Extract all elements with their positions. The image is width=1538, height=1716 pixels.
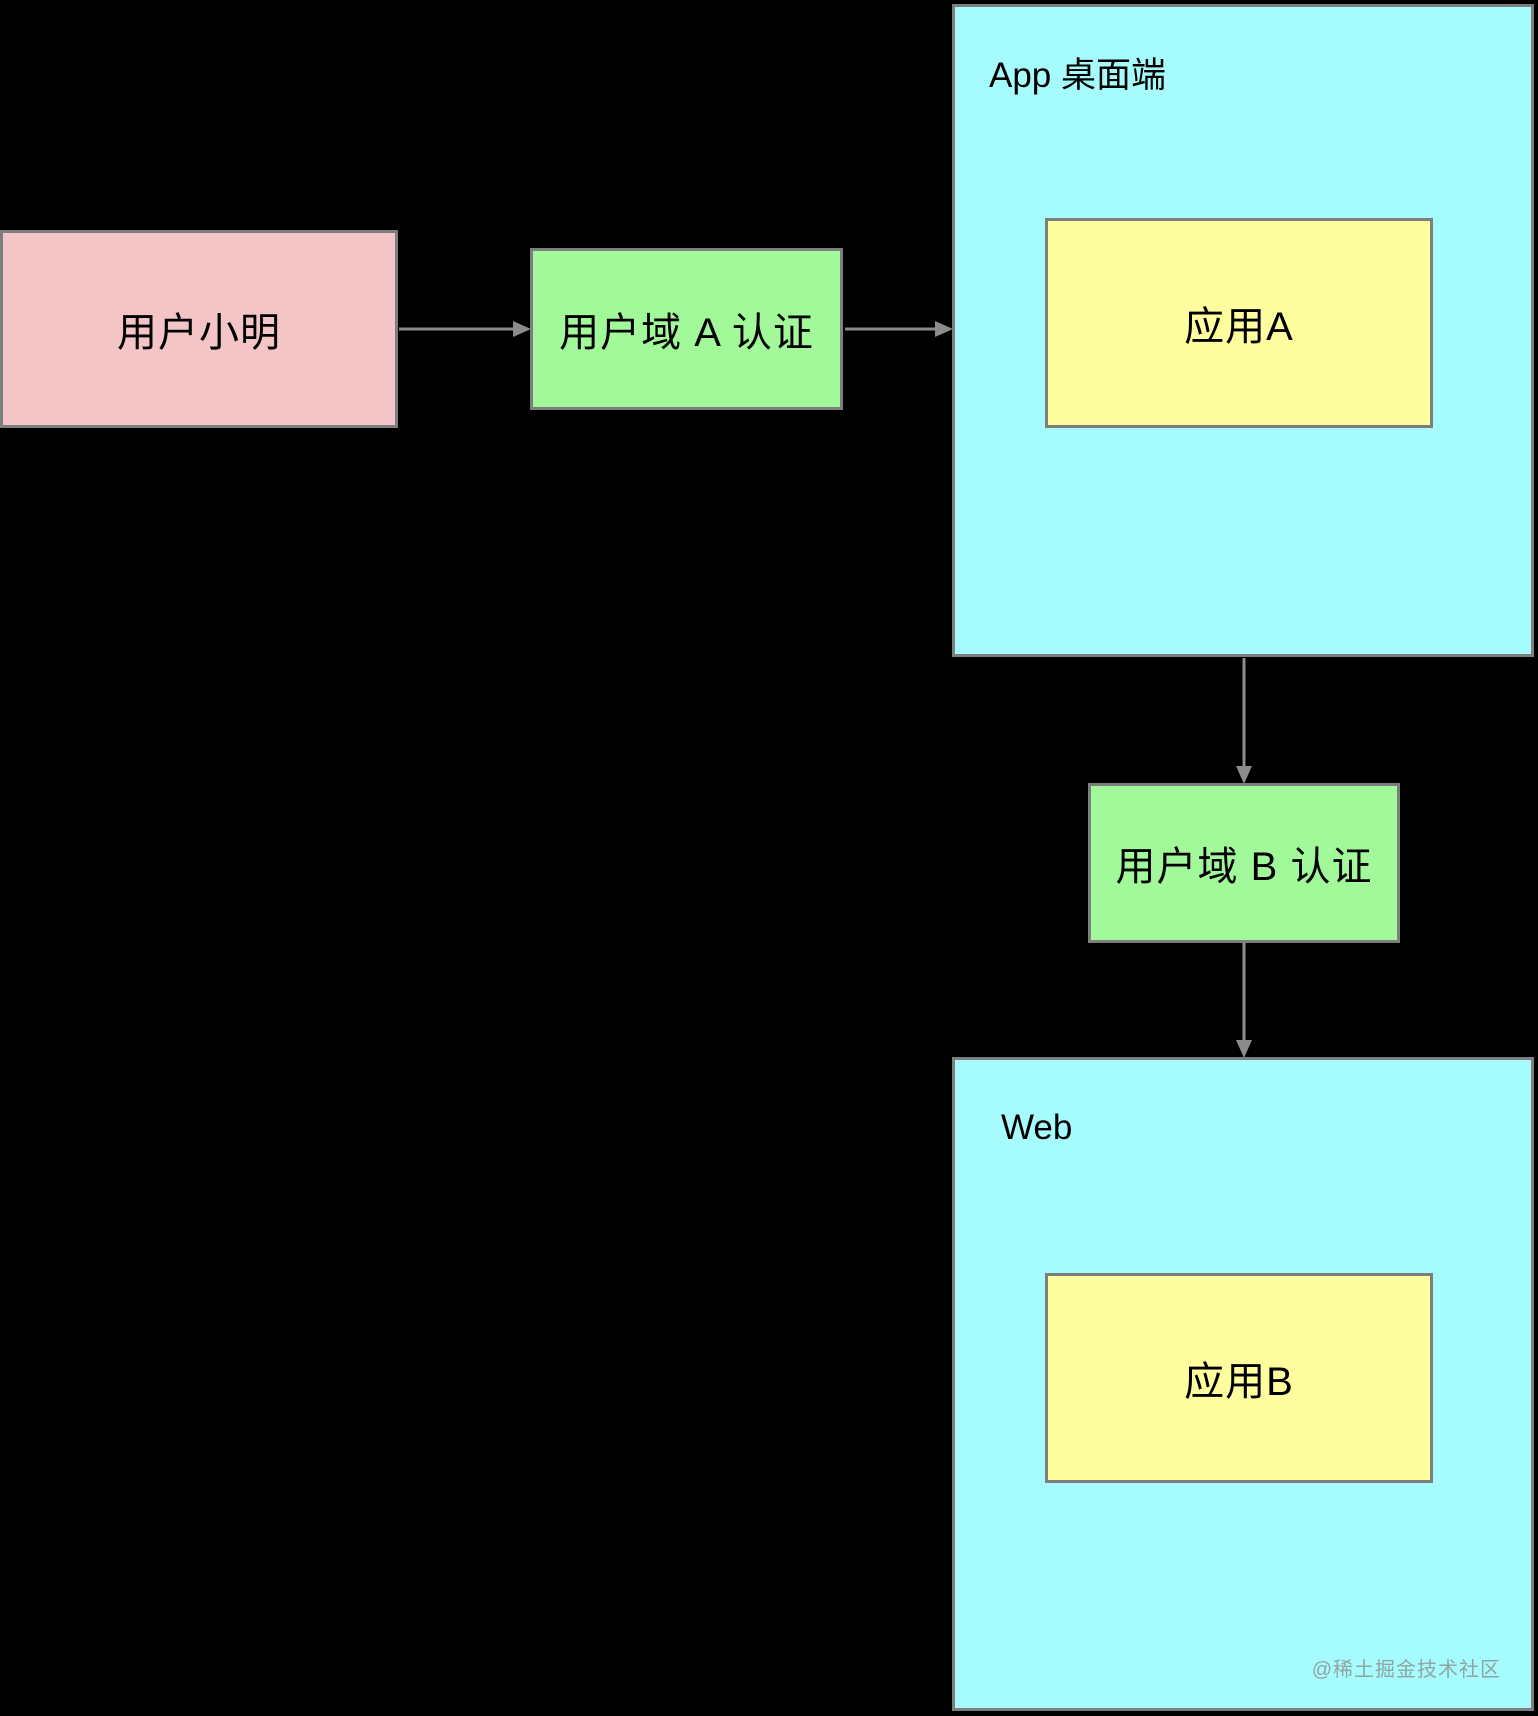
- arrow-auth-a-to-app: [845, 321, 953, 337]
- web-container-title: Web: [1001, 1108, 1073, 1147]
- auth-domain-a-box: 用户域 A 认证: [530, 248, 843, 410]
- auth-domain-b-box: 用户域 B 认证: [1088, 783, 1400, 943]
- arrow-user-to-auth-a-head: [513, 321, 531, 337]
- arrow-auth-b-to-web: [1236, 943, 1252, 1058]
- watermark: @稀土掘金技术社区: [1311, 1659, 1501, 1681]
- app-b-label: 应用B: [1184, 1360, 1294, 1404]
- arrow-user-to-auth-a: [399, 321, 531, 337]
- user-box-label: 用户小明: [117, 311, 281, 355]
- arrow-app-to-auth-b-head: [1236, 766, 1252, 784]
- arrow-app-to-auth-b: [1236, 658, 1252, 784]
- user-box: 用户小明: [0, 230, 398, 428]
- app-desktop-container: App 桌面端 应用A: [952, 4, 1534, 657]
- app-b-box: 应用B: [1045, 1273, 1433, 1483]
- arrow-auth-b-to-web-head: [1236, 1040, 1252, 1058]
- app-a-box: 应用A: [1045, 218, 1433, 428]
- app-desktop-container-title: App 桌面端: [989, 56, 1166, 95]
- arrow-auth-a-to-app-head: [935, 321, 953, 337]
- app-a-label: 应用A: [1184, 305, 1294, 349]
- auth-domain-a-label: 用户域 A 认证: [559, 311, 814, 355]
- auth-domain-b-label: 用户域 B 认证: [1115, 845, 1373, 889]
- web-container: Web 应用B @稀土掘金技术社区: [952, 1057, 1534, 1711]
